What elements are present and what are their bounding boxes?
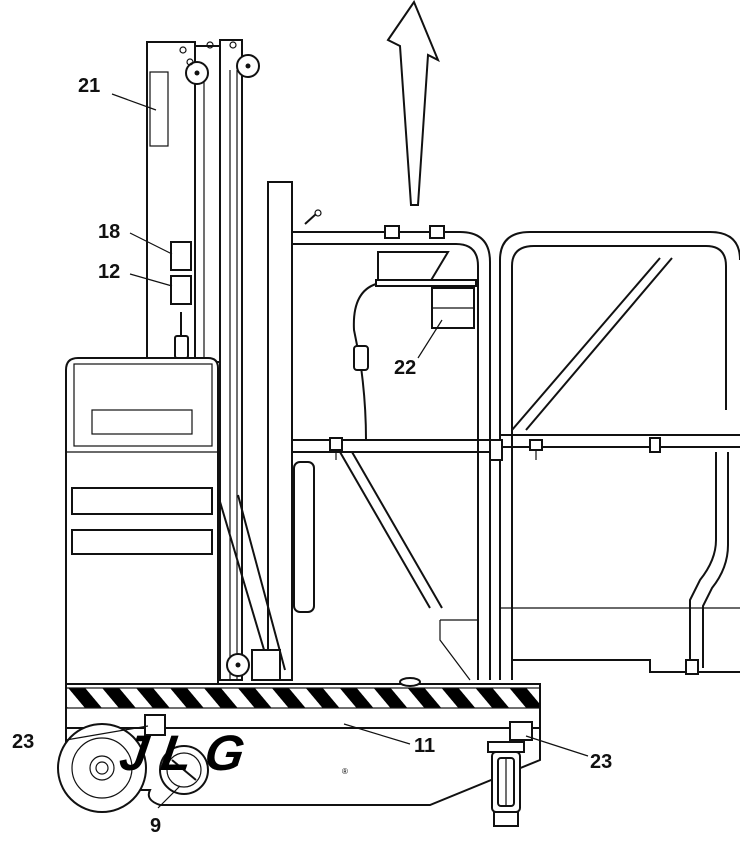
platform-guard-rails xyxy=(292,225,740,681)
callout-22: 22 xyxy=(394,357,416,379)
callout-23-left: 23 xyxy=(12,731,34,753)
power-module xyxy=(65,357,286,685)
callout-9: 9 xyxy=(150,815,161,837)
inner-mast-column xyxy=(267,181,293,681)
callout-11: 11 xyxy=(414,735,435,757)
callout-12: 12 xyxy=(98,261,120,283)
rear-drive-wheel xyxy=(57,723,147,813)
mast-sheave-pulleys xyxy=(179,41,260,677)
svg-text:JLG: JLG xyxy=(116,725,248,781)
svg-text:®: ® xyxy=(342,767,348,776)
up-arrow-icon xyxy=(386,0,440,206)
decal-12 xyxy=(170,275,192,305)
callout-21: 21 xyxy=(78,75,100,97)
platform-control-box xyxy=(352,251,477,441)
front-caster-wheel xyxy=(487,741,525,827)
fill-cap-icon xyxy=(159,745,209,795)
callout-23-right: 23 xyxy=(590,751,612,773)
leader-lines xyxy=(65,93,589,809)
decal-18 xyxy=(170,241,192,271)
jlg-logo: JLG ® xyxy=(116,725,348,781)
callout-18: 18 xyxy=(98,221,120,243)
